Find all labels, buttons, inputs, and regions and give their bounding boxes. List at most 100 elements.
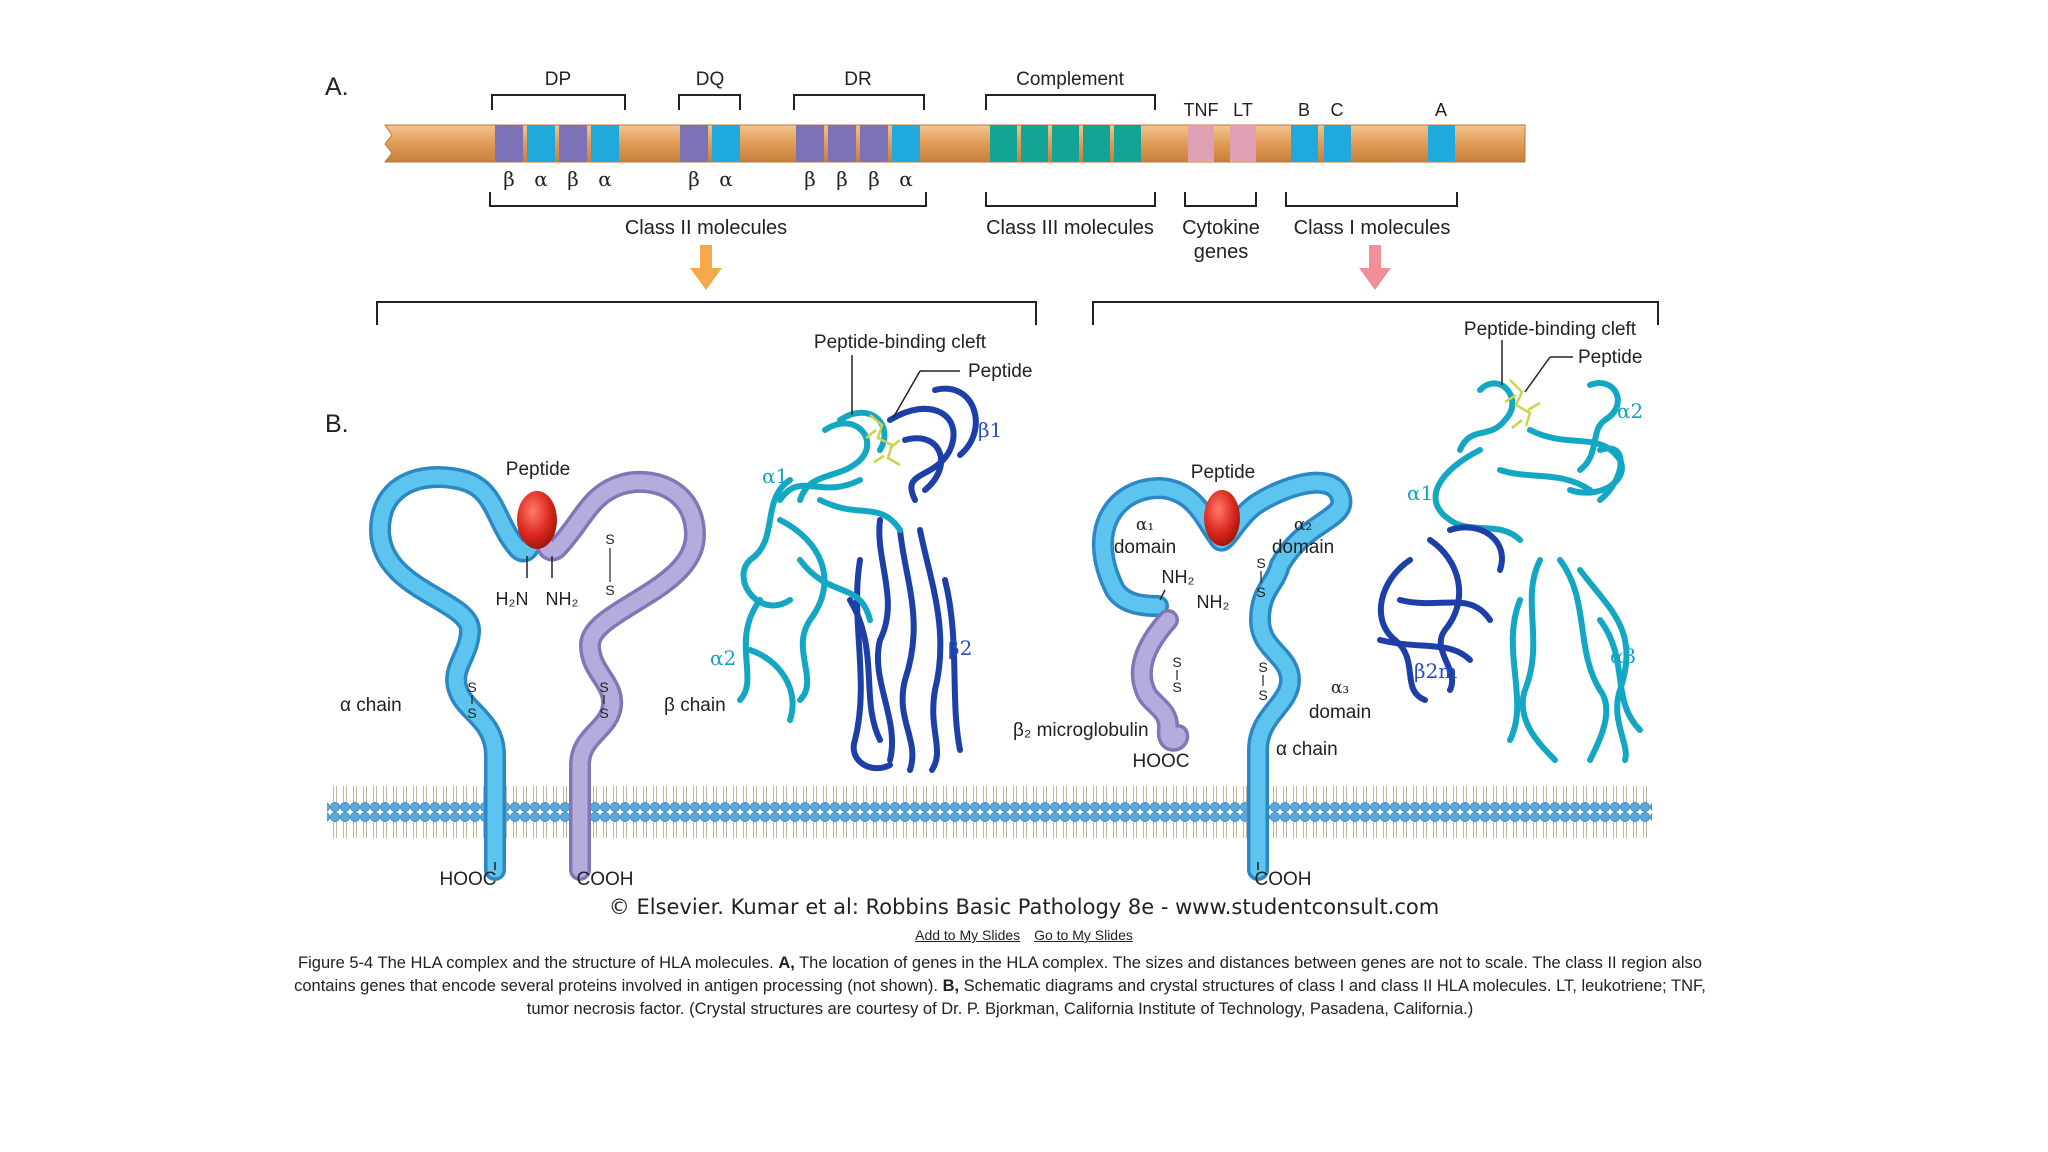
class1-crystal-structure: Peptide-binding cleft Peptide α2 α1 β2m … <box>1377 319 1643 763</box>
class2-label: Class II molecules <box>625 217 787 239</box>
chromosome-bar <box>383 124 1526 163</box>
class1-nh2-label-a: NH₂ <box>1162 567 1195 587</box>
class2-crystal-peptide <box>865 414 901 467</box>
go-to-my-slides-link[interactable]: Go to My Slides <box>1034 927 1133 943</box>
class2-arrow <box>690 245 722 290</box>
class2-peptide-pointer-2 <box>892 370 921 419</box>
gene-complement-1 <box>990 125 1017 162</box>
caption-lead: Figure 5-4 The HLA complex and the struc… <box>298 954 779 972</box>
gene-dq-beta <box>680 125 708 162</box>
class1-bracket <box>1285 192 1458 207</box>
ss-d2: S <box>1258 687 1267 703</box>
gene-complement-5 <box>1114 125 1141 162</box>
gene-complement-4 <box>1083 125 1110 162</box>
class1-panel-bracket <box>1092 301 1659 325</box>
greek-dp-2: α <box>534 167 548 191</box>
panel-b-label: B. <box>325 410 349 438</box>
class1-a3-domain-label: domain <box>1309 702 1371 723</box>
class2-crystal-beta-ribbons <box>847 385 979 773</box>
gene-dr-beta-1 <box>796 125 824 162</box>
gene-tnf <box>1188 125 1214 162</box>
class2-beta-disulfide-2: S S <box>599 679 608 721</box>
class1-a3-disulfide: S S <box>1258 659 1267 703</box>
ss-a1: S <box>467 679 476 695</box>
gene-dr-beta-3 <box>860 125 888 162</box>
class2-crystal-structure: Peptide-binding cleft Peptide α1 β1 α2 β… <box>710 332 1032 773</box>
greek-dq-1: β <box>688 167 700 191</box>
dq-label: DQ <box>696 69 725 90</box>
class1-crystal-peptide-label: Peptide <box>1578 347 1642 368</box>
ss-a2: S <box>467 705 476 721</box>
class2-beta-disulfide-1: S S <box>605 531 614 598</box>
dr-bracket <box>793 94 925 110</box>
class2-h2n-label: H₂N <box>496 589 529 609</box>
tnf-label: TNF <box>1184 100 1219 120</box>
dr-region: DR <box>793 69 925 110</box>
class1-peptide-label: Peptide <box>1191 462 1255 483</box>
class3-bracket <box>985 192 1156 207</box>
class1-hooc-label: HOOC <box>1133 751 1190 772</box>
class1-a1-sym: α₁ <box>1136 515 1154 535</box>
dq-bracket <box>678 94 741 110</box>
gene-lt <box>1230 125 1256 162</box>
class2-b1-label: β1 <box>978 418 1002 442</box>
gene-dp-beta-2 <box>559 125 587 162</box>
class2-hooc-label: HOOC <box>440 869 497 890</box>
class1-a2-disulfide: S S <box>1256 555 1265 600</box>
greek-dq-2: α <box>719 167 733 191</box>
class1-b2m-disulfide: S S <box>1172 654 1181 695</box>
gene-hla-b <box>1291 125 1318 162</box>
complement-bracket <box>985 94 1156 110</box>
class1-a1-domain-label: domain <box>1114 537 1176 558</box>
caption-b-text: Schematic diagrams and crystal structure… <box>526 977 1706 1018</box>
class1-nh2-label-b: NH₂ <box>1197 592 1230 612</box>
ss-b3: S <box>599 679 608 695</box>
class2-a2-label: α2 <box>710 646 736 670</box>
class2-b2-label: β2 <box>948 636 972 660</box>
ss-e1: S <box>1172 654 1181 670</box>
greek-dr-3: β <box>868 167 880 191</box>
gene-complement-2 <box>1021 125 1048 162</box>
class1-a2-label: α2 <box>1617 399 1643 423</box>
class2-peptide-label: Peptide <box>506 459 570 480</box>
chromosome-body <box>383 124 1526 163</box>
class2-nh2-label: NH₂ <box>546 589 579 609</box>
ss-e2: S <box>1172 679 1181 695</box>
class2-beta-chain-fill <box>539 474 703 878</box>
class1-a3-sym: α₃ <box>1331 678 1349 698</box>
greek-dr-4: α <box>899 167 913 191</box>
ss-b2: S <box>605 582 614 598</box>
dp-region: DP <box>491 69 626 110</box>
class1-b2m <box>1134 612 1186 749</box>
panel-a-label: A. <box>325 73 349 101</box>
dp-label: DP <box>545 69 571 90</box>
cytokine-label-line1: Cytokine <box>1182 217 1260 239</box>
class2-greek-letters: β α β α β α β β β α <box>503 167 913 191</box>
class2-crystal-alpha-ribbons <box>737 409 903 723</box>
class2-alpha-chain-fill <box>372 469 538 878</box>
class1-b2m-crystal-label: β2m <box>1414 659 1457 683</box>
class1-a2-domain-label: domain <box>1272 537 1334 558</box>
class1-a3-label: α3 <box>1610 644 1636 668</box>
complement-label: Complement <box>1016 69 1124 90</box>
gene-dq-alpha <box>712 125 740 162</box>
class2-schematic: Peptide H₂N NH₂ S S S S S S α chain β ch… <box>340 459 726 890</box>
dq-region: DQ <box>678 69 741 110</box>
gene-dp-beta-1 <box>495 125 523 162</box>
copyright-notice: © Elsevier. Kumar et al: Robbins Basic P… <box>608 895 1440 919</box>
cytokine-label-line2: genes <box>1194 241 1249 263</box>
ss-c2: S <box>1256 584 1265 600</box>
class2-crystal-peptide-label: Peptide <box>968 361 1032 382</box>
class1-cleft-label: Peptide-binding cleft <box>1464 319 1637 340</box>
class1-a1-label: α1 <box>1407 481 1433 505</box>
add-to-my-slides-link[interactable]: Add to My Slides <box>915 927 1021 943</box>
figure-caption: Figure 5-4 The HLA complex and the struc… <box>275 952 1725 1021</box>
gene-hla-c <box>1324 125 1351 162</box>
hla-b-label: B <box>1298 100 1310 120</box>
cell-membrane <box>327 780 1652 838</box>
class2-cooh-label: COOH <box>577 869 634 890</box>
gene-hla-a <box>1428 125 1455 162</box>
ss-b4: S <box>599 705 608 721</box>
greek-dr-2: β <box>836 167 848 191</box>
